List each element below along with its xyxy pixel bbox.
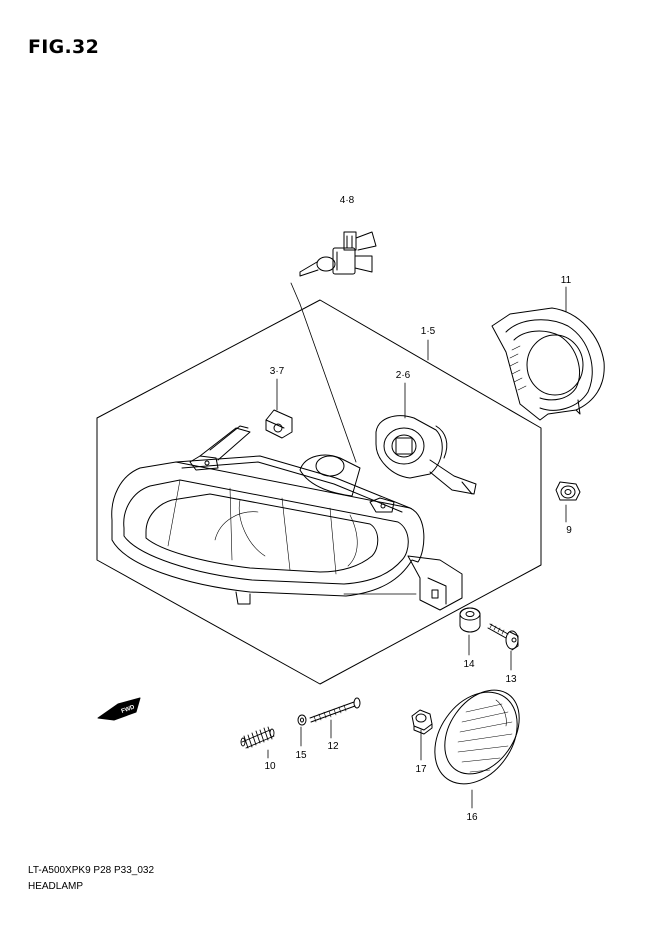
spring-10 xyxy=(240,726,275,749)
callout-washer-15: 15 xyxy=(295,750,307,761)
grommet-14 xyxy=(459,607,481,633)
callout-spring-10: 10 xyxy=(264,761,276,772)
rear-cover xyxy=(491,307,605,421)
callout-grommet-9: 9 xyxy=(566,525,572,536)
callout-bulb: 4·8 xyxy=(340,195,355,206)
callout-assembly: 1·5 xyxy=(421,326,436,337)
forward-icon-label: FWD xyxy=(121,704,137,715)
callout-reflector-16: 16 xyxy=(466,812,478,823)
assembly-frame xyxy=(96,299,542,685)
figure-name: HEADLAMP xyxy=(28,881,84,892)
callout-grommet-14: 14 xyxy=(463,659,475,670)
callout-cover: 11 xyxy=(561,275,572,286)
callout-socket: 2·6 xyxy=(396,370,411,381)
reflector-16 xyxy=(434,689,520,785)
screw-12 xyxy=(309,697,361,723)
figure-title: FIG.32 xyxy=(28,36,100,58)
leader-lines xyxy=(267,282,567,809)
callout-nut-17: 17 xyxy=(415,764,427,775)
callout-screw-12: 12 xyxy=(327,741,339,752)
bolt-13 xyxy=(487,623,519,651)
headlamp-bulb xyxy=(299,231,377,277)
callout-labels: 4·8 1·5 3·7 2·6 11 9 14 13 10 15 12 17 1… xyxy=(264,195,572,823)
callout-bolt-13: 13 xyxy=(505,674,517,685)
grommet-9 xyxy=(555,481,581,501)
bulb-socket xyxy=(375,415,477,495)
headlamp-housing xyxy=(111,425,463,611)
figure-code: LT-A500XPK9 P28 P33_032 xyxy=(28,865,155,876)
mounting-clip xyxy=(265,409,293,439)
nut-17 xyxy=(411,709,433,735)
callout-clip: 3·7 xyxy=(270,366,285,377)
forward-direction-icon: FWD xyxy=(97,697,141,721)
washer-15 xyxy=(297,714,307,726)
